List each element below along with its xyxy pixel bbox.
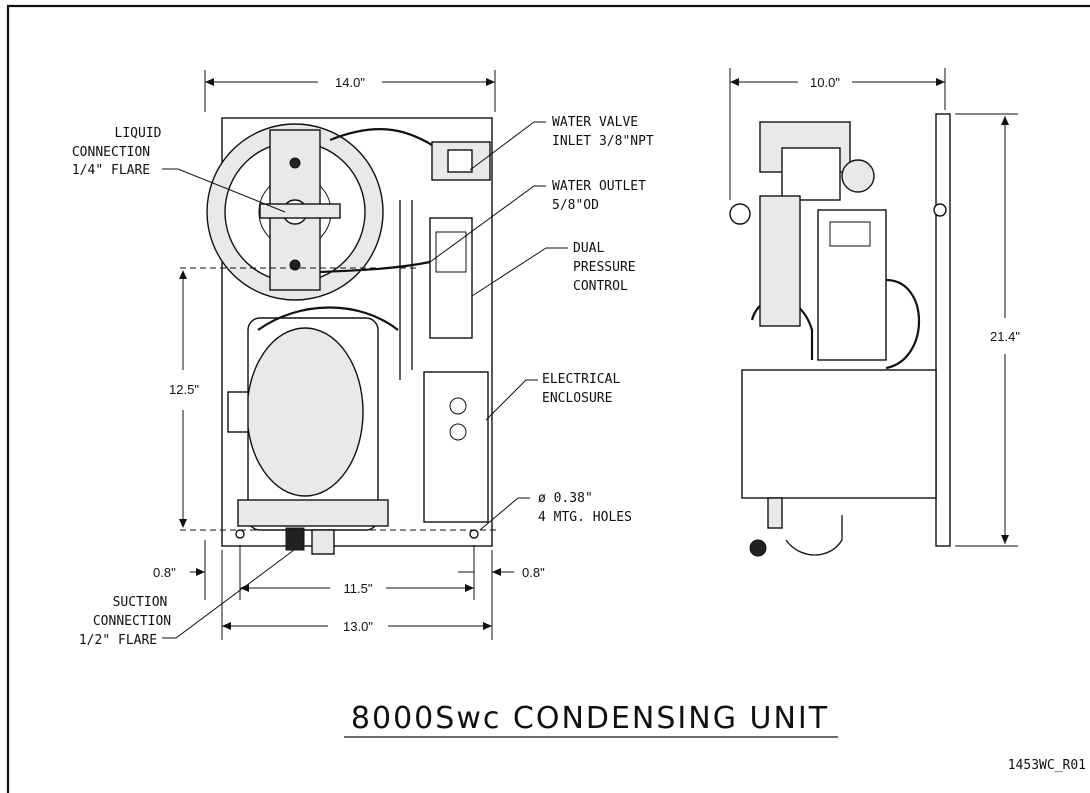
leader-line (469, 121, 546, 171)
bracket-bolt (289, 157, 301, 169)
mounting-hole (235, 529, 245, 539)
side-control-box (817, 209, 887, 361)
leader-line (162, 549, 295, 639)
knockout (449, 423, 467, 441)
side-gauge (729, 203, 751, 225)
leader-line (429, 185, 546, 263)
flex-hose (257, 306, 399, 331)
liquid-label-2: CONNECTION (72, 145, 150, 160)
compressor-shell (246, 327, 364, 497)
dual-pressure-label-2: PRESSURE (573, 260, 636, 275)
liquid-label-1: LIQUID (115, 126, 162, 141)
front-callouts: LIQUID CONNECTION 1/4" FLARE WATER VALVE… (72, 115, 654, 648)
holes-label-1: ø 0.38" (538, 491, 593, 506)
electrical-label-1: ELECTRICAL (542, 372, 620, 387)
side-compressor-box (741, 369, 937, 499)
electrical-label-2: ENCLOSURE (542, 391, 612, 406)
water-valve-label-1: WATER VALVE (552, 115, 638, 130)
drawing-title: 8000Swc CONDENSING UNIT (351, 701, 829, 736)
liquid-line (259, 203, 341, 219)
holes-label-2: 4 MTG. HOLES (538, 510, 632, 525)
dim-bottom-right: 0.8" (522, 565, 545, 580)
dim-side-height: 21.4" (990, 329, 1020, 344)
water-valve-body (447, 149, 473, 173)
side-view (729, 113, 951, 557)
dim-front-height: 12.5" (169, 382, 199, 397)
mounting-hole (469, 529, 479, 539)
side-mount-bolt (933, 203, 947, 217)
leader-line (471, 247, 568, 297)
side-fitting (841, 159, 875, 193)
water-outlet-label-2: 5/8"OD (552, 198, 599, 213)
side-suction-fitting (767, 497, 783, 529)
side-panel (935, 113, 951, 547)
front-dimensions: 14.0" 12.5" 0.8" 11.5" 0.8" 13.0" (153, 70, 545, 640)
dim-front-width: 14.0" (335, 75, 365, 90)
side-flex-hose (885, 278, 920, 370)
liquid-label-3: 1/4" FLARE (72, 163, 150, 178)
suction-label-3: 1/2" FLARE (79, 633, 157, 648)
dual-pressure-label-3: CONTROL (573, 279, 628, 294)
suction-fitting (285, 527, 305, 551)
suction-label-2: CONNECTION (93, 614, 171, 629)
dim-side-width: 10.0" (810, 75, 840, 90)
dim-base-width: 13.0" (343, 619, 373, 634)
drawing-code: 1453WC_R01 (1008, 758, 1086, 773)
leader-line (162, 168, 286, 213)
side-control-detail (829, 221, 871, 247)
knockout (449, 397, 467, 415)
water-valve-label-2: INLET 3/8"NPT (552, 134, 654, 149)
leader-line (485, 379, 538, 421)
pipe (329, 128, 441, 151)
pressure-control-detail (435, 231, 467, 273)
side-suction-valve (749, 539, 767, 557)
dual-pressure-label-1: DUAL (573, 241, 604, 256)
side-pipe-bundle (759, 195, 801, 327)
pressure-control-box (429, 217, 473, 339)
leader-line (479, 497, 530, 531)
dim-bottom-left: 0.8" (153, 565, 176, 580)
compressor-base (237, 499, 389, 527)
side-dimensions: 10.0" 21.4" (729, 68, 1020, 547)
side-cable (785, 515, 843, 556)
suction-valve (311, 529, 335, 555)
water-outlet-label-1: WATER OUTLET (552, 179, 646, 194)
side-valve (781, 147, 841, 201)
front-view (180, 117, 500, 555)
dim-hole-spacing: 11.5" (344, 581, 373, 596)
compressor-tag (227, 391, 249, 433)
drawing-border (6, 4, 1090, 793)
suction-label-1: SUCTION (113, 595, 168, 610)
electrical-enclosure (423, 371, 489, 523)
